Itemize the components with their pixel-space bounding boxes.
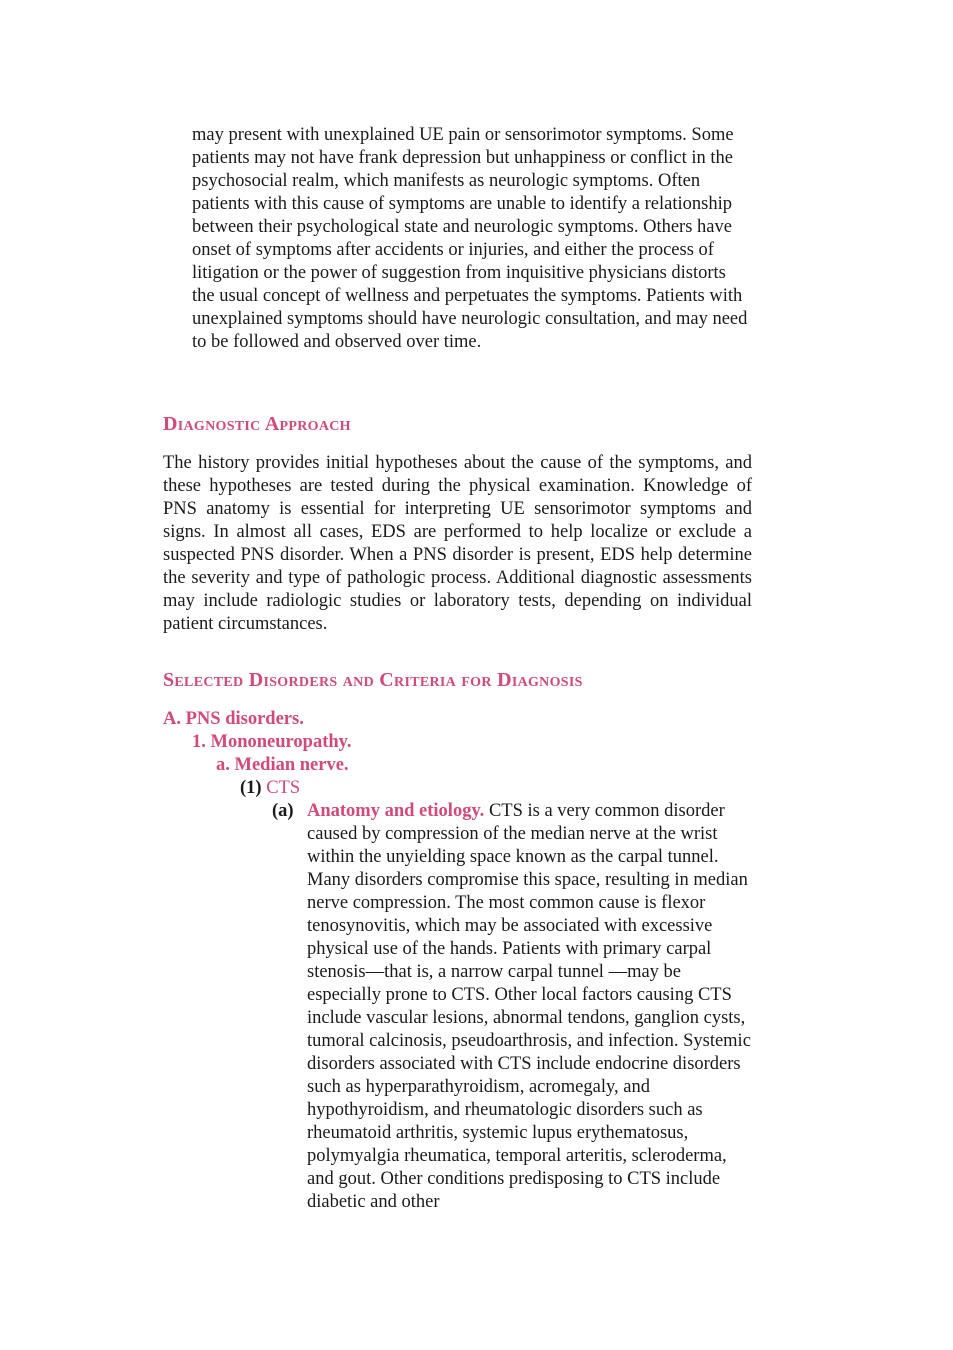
outline-item-pns-disorders: A. PNS disorders. xyxy=(163,708,763,731)
outline-marker: a. xyxy=(216,755,230,775)
section-heading-selected-disorders: Selected Disorders and Criteria for Diag… xyxy=(163,669,583,691)
outline-item-median-nerve: a. Median nerve. xyxy=(163,754,763,777)
outline-label: PNS disorders. xyxy=(185,709,304,729)
outline-label: CTS xyxy=(266,778,301,798)
section-heading-diagnostic-approach: Diagnostic Approach xyxy=(163,413,351,435)
anatomy-etiology-body: CTS is a very common disorder caused by … xyxy=(307,801,751,1212)
anatomy-etiology-paragraph: Anatomy and etiology. CTS is a very comm… xyxy=(307,800,751,1214)
outline-item-cts: (1) CTS xyxy=(163,777,763,800)
outline-marker: 1. xyxy=(192,732,206,752)
outline-item-mononeuropathy: 1. Mononeuropathy. xyxy=(163,731,763,754)
anatomy-etiology-lead: Anatomy and etiology. xyxy=(307,801,485,821)
outline-label: Median nerve. xyxy=(234,755,349,775)
outline-marker: (1) xyxy=(240,778,262,798)
diagnostic-approach-paragraph: The history provides initial hypotheses … xyxy=(163,453,752,634)
disorders-outline: A. PNS disorders. 1. Mononeuropathy. a. … xyxy=(163,708,763,1214)
outline-label: Mononeuropathy. xyxy=(210,732,352,752)
outline-marker: A. xyxy=(163,709,181,729)
outline-item-anatomy-etiology: (a) Anatomy and etiology. CTS is a very … xyxy=(163,800,751,1214)
intro-paragraph: may present with unexplained UE pain or … xyxy=(192,125,748,352)
outline-marker: (a) xyxy=(272,801,294,821)
